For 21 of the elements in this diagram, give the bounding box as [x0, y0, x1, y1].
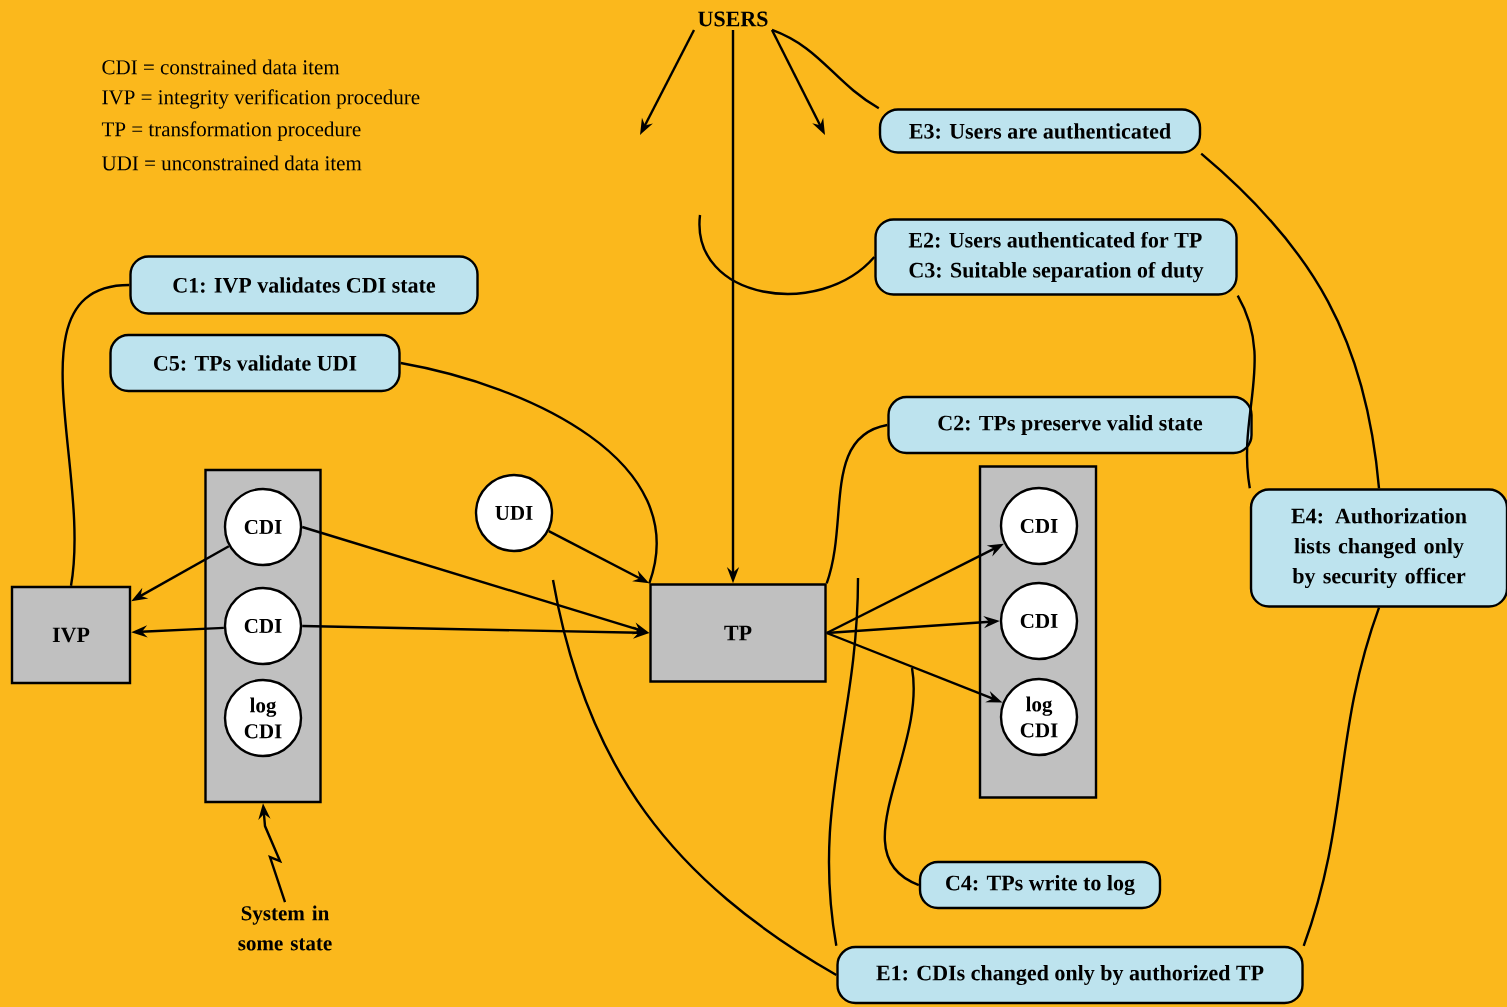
leader-line: [771, 28, 880, 110]
leader-line: [883, 667, 920, 887]
leader-line: [825, 423, 888, 584]
leader-line: [1302, 607, 1381, 947]
definition-text: IVP = integrity verification procedure: [102, 89, 420, 109]
process-box: TP: [649, 583, 827, 683]
leader-line: [1236, 295, 1256, 489]
leader-line: [551, 579, 837, 977]
process-box: IVP: [10, 585, 132, 685]
state-label: System in some state: [238, 905, 332, 951]
rule-box: E4: Authorization lists changed only by security officer: [1249, 488, 1507, 608]
leader-line: [400, 361, 658, 584]
rule-box: E1: CDIs changed only by authorized TP: [836, 945, 1304, 1005]
leader-line: [827, 577, 860, 946]
leader-line: [1200, 152, 1381, 489]
leader-line: [698, 215, 876, 295]
users-label: USERS: [698, 11, 768, 27]
definition-text: UDI = unconstrained data item: [101, 155, 362, 171]
definition-text: CDI = constrained data item: [102, 59, 340, 75]
leader-line: [61, 283, 130, 586]
definition-text: TP = transformation procedure: [101, 121, 361, 141]
